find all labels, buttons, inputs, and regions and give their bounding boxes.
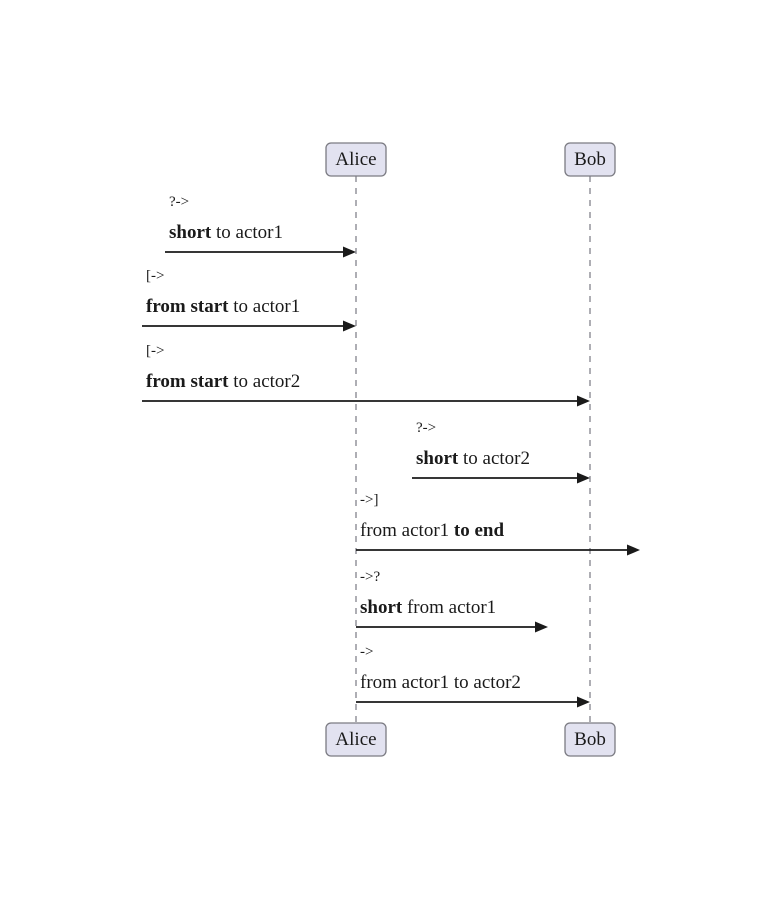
actor-box-bob-bottom[interactable]: Bob xyxy=(564,722,616,757)
message-notation-0: ?-> xyxy=(169,194,189,210)
messages-group: ?-> short to actor1 [-> from start to actor… xyxy=(142,194,640,708)
message-arrow-head-2 xyxy=(577,395,590,407)
message-arrow-head-0 xyxy=(343,246,356,258)
message-6[interactable]: -> from actor1 to actor2 xyxy=(356,644,590,708)
message-arrow-head-5 xyxy=(535,621,548,633)
actor-box-rect xyxy=(564,722,616,757)
message-notation-2: [-> xyxy=(146,343,164,359)
message-arrow-head-3 xyxy=(577,472,590,484)
message-label-6: from actor1 to actor2 xyxy=(360,672,521,693)
message-1[interactable]: [-> from start to actor1 xyxy=(142,268,356,332)
message-notation-5: ->? xyxy=(360,569,380,585)
message-label-4: from actor1 to end xyxy=(360,520,504,541)
message-4[interactable]: ->] from actor1 to end xyxy=(356,492,640,556)
message-arrow-head-6 xyxy=(577,696,590,708)
message-notation-6: -> xyxy=(360,644,373,660)
actor-box-rect xyxy=(564,142,616,177)
message-label-2: from start to actor2 xyxy=(146,371,300,392)
actor-box-rect xyxy=(325,142,387,177)
message-label-1: from start to actor1 xyxy=(146,296,300,317)
message-5[interactable]: ->? short from actor1 xyxy=(356,569,548,633)
message-0[interactable]: ?-> short to actor1 xyxy=(165,194,356,258)
actor-box-alice-bottom[interactable]: Alice xyxy=(325,722,387,757)
actor-name-label: Alice xyxy=(335,149,376,170)
message-notation-3: ?-> xyxy=(416,420,436,436)
actor-box-bob-top[interactable]: Bob xyxy=(564,142,616,177)
message-notation-1: [-> xyxy=(146,268,164,284)
message-label-0: short to actor1 xyxy=(169,222,283,243)
actor-name-label: Alice xyxy=(335,729,376,750)
message-3[interactable]: ?-> short to actor2 xyxy=(412,420,590,484)
actor-box-alice-top[interactable]: Alice xyxy=(325,142,387,177)
message-arrow-head-1 xyxy=(343,320,356,332)
message-notation-4: ->] xyxy=(360,492,378,508)
message-arrow-head-4 xyxy=(627,544,640,556)
message-label-5: short from actor1 xyxy=(360,597,496,618)
actor-name-label: Bob xyxy=(574,729,606,750)
message-label-3: short to actor2 xyxy=(416,448,530,469)
message-2[interactable]: [-> from start to actor2 xyxy=(142,343,590,407)
actor-box-rect xyxy=(325,722,387,757)
actor-name-label: Bob xyxy=(574,149,606,170)
